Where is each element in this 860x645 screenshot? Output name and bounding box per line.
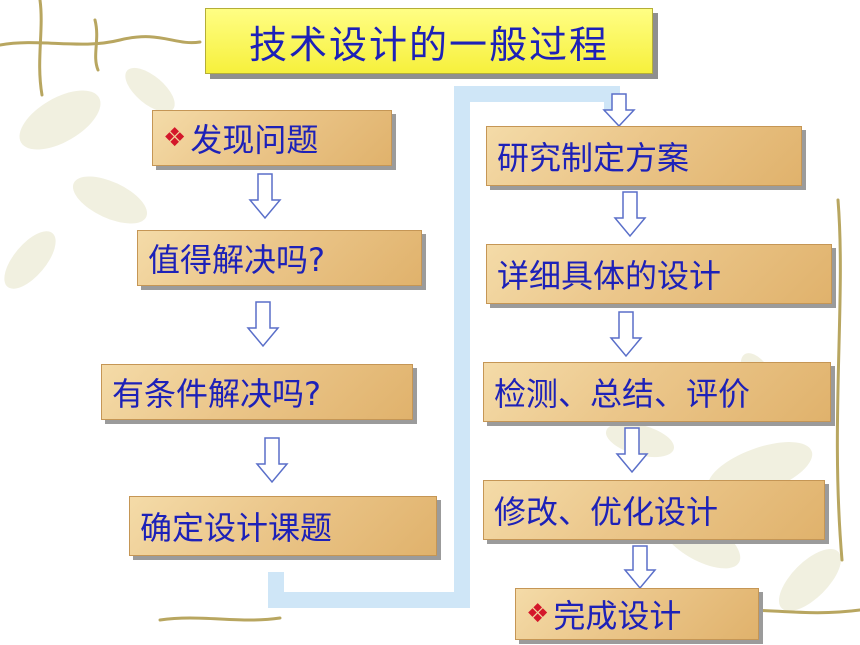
step-detailed-design: 详细具体的设计 [486, 244, 832, 304]
arrow-down-icon [248, 173, 282, 220]
step-complete-design: ❖ 完成设计 [515, 588, 759, 640]
step-label: 发现问题 [190, 121, 319, 159]
page-title: 技术设计的一般过程 [205, 8, 653, 74]
step-label: 有条件解决吗? [112, 375, 321, 413]
arrow-down-icon [609, 311, 643, 358]
step-research-plan: 研究制定方案 [486, 126, 802, 186]
step-discover-problem: ❖ 发现问题 [152, 110, 392, 166]
arrow-down-icon [613, 191, 647, 238]
step-label: 完成设计 [553, 597, 682, 635]
step-revise-optimize: 修改、优化设计 [483, 480, 825, 540]
step-conditions-to-solve: 有条件解决吗? [101, 364, 413, 420]
step-label: 检测、总结、评价 [494, 375, 751, 413]
step-define-topic: 确定设计课题 [129, 496, 437, 556]
arrow-down-icon [246, 301, 280, 348]
arrow-down-icon [623, 545, 657, 590]
step-label: 确定设计课题 [140, 509, 333, 547]
arrow-down-icon [615, 427, 649, 474]
step-label: 修改、优化设计 [494, 493, 719, 531]
step-worth-solving: 值得解决吗? [137, 230, 422, 286]
arrows [246, 93, 657, 590]
step-label: 研究制定方案 [497, 139, 690, 177]
diamond-cluster-icon: ❖ [526, 599, 550, 629]
diamond-cluster-icon: ❖ [163, 123, 187, 153]
step-label: 详细具体的设计 [497, 257, 722, 295]
arrow-down-icon [255, 437, 289, 484]
step-test-summarize-evaluate: 检测、总结、评价 [483, 362, 831, 422]
arrow-down-icon [602, 93, 636, 128]
step-label: 值得解决吗? [148, 241, 325, 279]
